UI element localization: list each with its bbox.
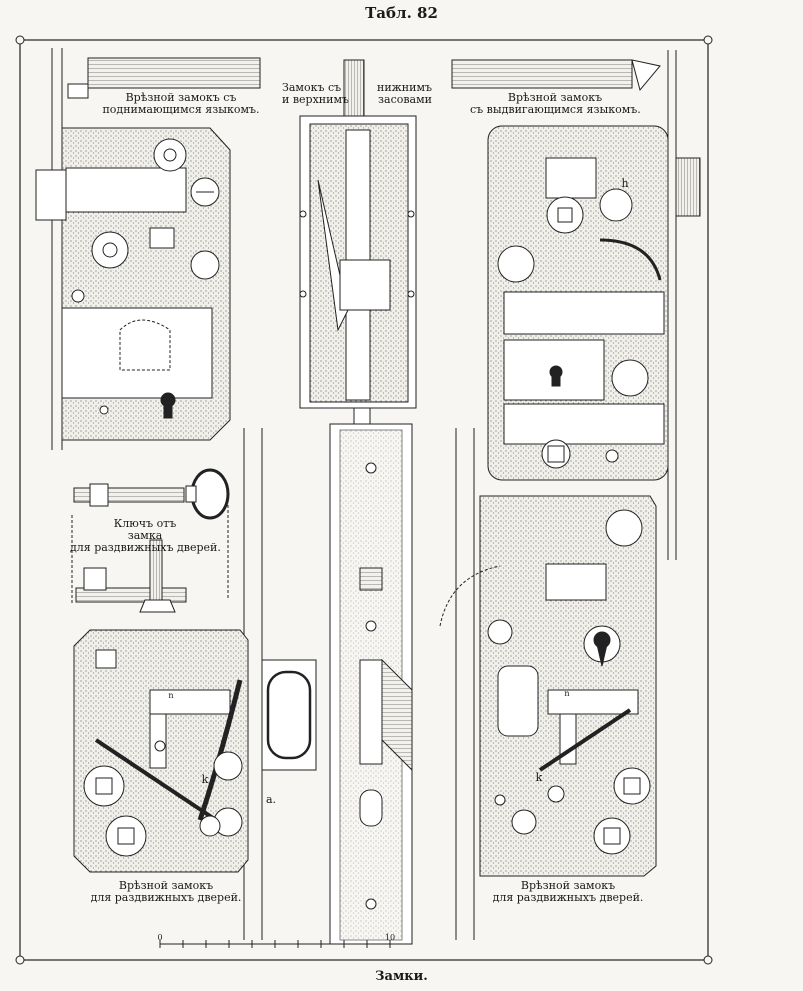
lock-sliding-door-right <box>439 428 657 940</box>
plate-caption: Замки. <box>375 969 428 984</box>
lock-slide-latch <box>451 50 701 560</box>
scale-bar <box>159 940 391 948</box>
plate-frame <box>15 35 713 965</box>
lock-lift-latch <box>35 48 261 450</box>
key-drawing <box>71 468 230 613</box>
label-lift-latch: Врѣзной замокъ съ поднимающимся языкомъ. <box>102 91 260 116</box>
faceplate-centre <box>329 423 413 945</box>
part-letter-n-right: n <box>564 689 570 698</box>
part-letter-n-left: n <box>168 691 174 700</box>
part-letter-k-left: k <box>201 773 209 786</box>
label-key: Ключъ отъ замка для раздвижныхъ дверей. <box>70 517 221 554</box>
scale-label-10: 10 <box>384 933 396 942</box>
label-sliding-door-left: Врѣзной замокъ для раздвижныхъ дверей. <box>90 879 242 904</box>
part-letter-h: h <box>621 177 629 190</box>
part-letter-a: a. <box>265 793 277 806</box>
lock-top-bottom-bolts <box>299 59 417 425</box>
scale-label-0: 0 <box>157 933 163 942</box>
part-letter-k-right: k <box>535 771 543 784</box>
label-top-bottom-bolts: Замокъ съ нижнимъ и верхнимъ засовами <box>282 81 432 106</box>
label-sliding-door-right: Врѣзной замокъ для раздвижныхъ дверей. <box>492 879 644 904</box>
label-slide-latch: Врѣзной замокъ съ выдвигающимся языкомъ. <box>470 91 641 116</box>
plate-title: Табл. 82 <box>365 4 438 22</box>
lock-sliding-door-left <box>73 428 317 940</box>
